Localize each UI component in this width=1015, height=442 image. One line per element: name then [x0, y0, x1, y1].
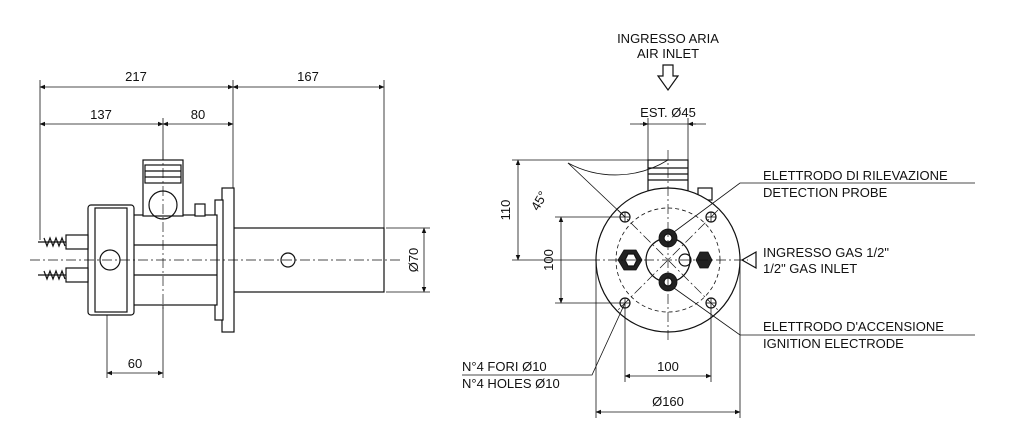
- holes-label-en: N°4 HOLES Ø10: [462, 376, 560, 391]
- dim-label-angle: 45°: [528, 188, 551, 213]
- dim-label-60: 60: [128, 356, 142, 371]
- air-inlet-label-it: INGRESSO ARIA: [617, 31, 719, 46]
- detection-probe-leader: [673, 182, 975, 233]
- front-view: INGRESSO ARIA AIR INLET EST. Ø45: [462, 31, 975, 418]
- dim-label-80: 80: [191, 107, 205, 122]
- gas-inlet-arrow: [740, 250, 757, 270]
- detection-probe-label-en: DETECTION PROBE: [763, 185, 888, 200]
- dim-label-100-vertical: 100: [541, 249, 556, 271]
- electrode-bottom: [65, 267, 89, 283]
- dim-label-100-horizontal: 100: [657, 359, 679, 374]
- dim-label-110: 110: [498, 200, 513, 221]
- ignition-electrode-label-en: IGNITION ELECTRODE: [763, 336, 904, 351]
- dim-label-217: 217: [125, 69, 147, 84]
- ignition-electrode-label-it: ELETTRODO D'ACCENSIONE: [763, 319, 944, 334]
- gas-inlet-label-en: 1/2" GAS INLET: [763, 261, 857, 276]
- holes-leader: [462, 302, 626, 376]
- air-inlet-label-en: AIR INLET: [637, 46, 699, 61]
- side-view: 217 167 137 80 60 Ø70: [30, 69, 430, 378]
- air-inlet-arrow: [656, 64, 680, 92]
- dim-label-flange: Ø160: [652, 394, 684, 409]
- dim-label-137: 137: [90, 107, 112, 122]
- dim-label-diameter-70: Ø70: [406, 248, 421, 273]
- electrode-top: [65, 234, 89, 250]
- ignition-electrode-leader: [673, 287, 975, 336]
- gas-inlet-label-it: INGRESSO GAS 1/2": [763, 245, 889, 260]
- holes-label-it: N°4 FORI Ø10: [462, 359, 547, 374]
- dim-label-167: 167: [297, 69, 319, 84]
- dim-label-air-ext: EST. Ø45: [640, 105, 696, 120]
- detection-probe-label-it: ELETTRODO DI RILEVAZIONE: [763, 168, 948, 183]
